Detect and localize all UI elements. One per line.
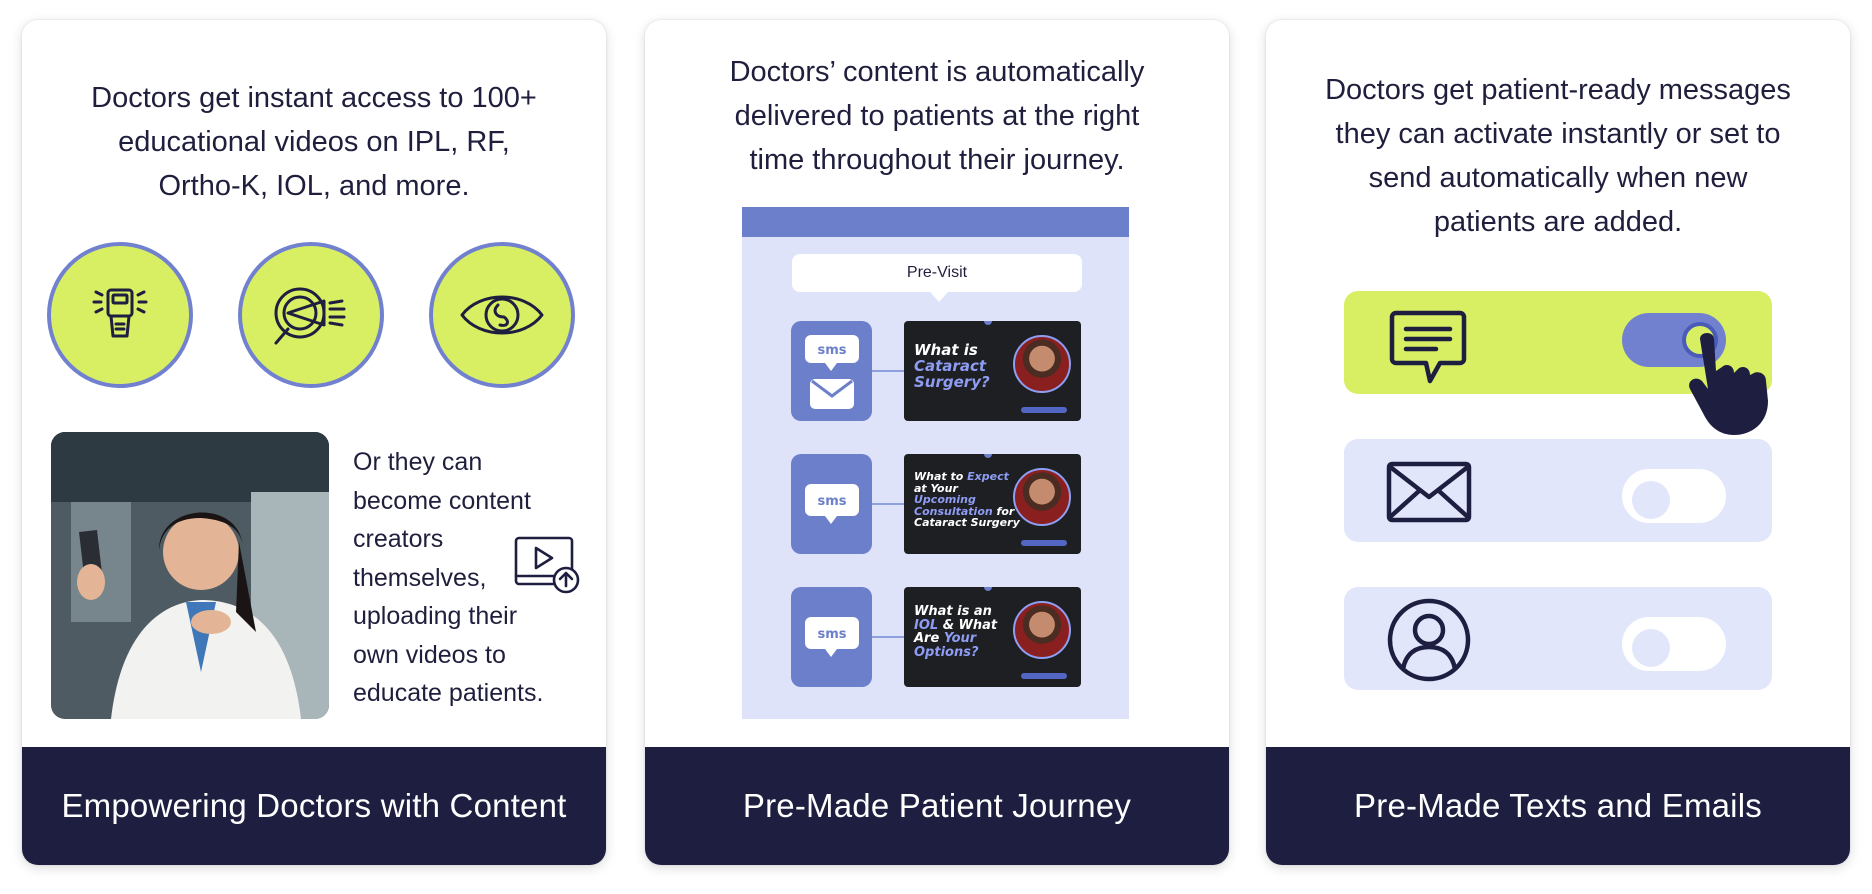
- user-icon: [1386, 597, 1472, 688]
- patient-toggle-switch[interactable]: [1622, 617, 1726, 671]
- eye-procedure-icon: [238, 242, 384, 388]
- ipl-device-icon: [47, 242, 193, 388]
- card1-footer: Empowering Doctors with Content: [22, 747, 606, 865]
- thumbnail-title: What is an IOL & What Are Your Options?: [914, 604, 998, 660]
- card-empowering-doctors: Doctors get instant access to 100+ educa…: [22, 20, 606, 865]
- thumbnail-title: What to Expect at Your Upcoming Consulta…: [914, 470, 1020, 530]
- sms-email-step-icon: sms: [791, 321, 872, 421]
- video-upload-icon: [514, 536, 582, 599]
- doctor-avatar: [1013, 468, 1071, 526]
- patient-row[interactable]: [1344, 587, 1772, 690]
- svg-text:sms: sms: [817, 494, 846, 509]
- card-patient-journey: Doctors’ content is automatically delive…: [645, 20, 1229, 865]
- doctor-selfie-photo: [51, 432, 329, 719]
- sms-step-icon: sms: [791, 587, 872, 687]
- pointer-hand-icon: [1686, 331, 1786, 446]
- card3-footer: Pre-Made Texts and Emails: [1266, 747, 1850, 865]
- card-texts-emails: Doctors get patient-ready messages they …: [1266, 20, 1850, 865]
- doctor-avatar: [1013, 601, 1071, 659]
- video-thumbnail-cataract-surgery[interactable]: What is Cataract Surgery?: [904, 321, 1081, 421]
- card3-lead: Doctors get patient-ready messages they …: [1325, 74, 1791, 238]
- card2-footer: Pre-Made Patient Journey: [645, 747, 1229, 865]
- video-thumbnail-iol-options[interactable]: What is an IOL & What Are Your Options?: [904, 587, 1081, 687]
- step-connector: [872, 503, 904, 505]
- card1-side-text: Or they can become content creators them…: [353, 448, 544, 707]
- pre-visit-label: Pre-Visit: [792, 254, 1082, 292]
- step-connector: [872, 370, 904, 372]
- step-connector: [872, 636, 904, 638]
- envelope-icon: [1386, 461, 1472, 528]
- pre-visit-pointer: [930, 292, 948, 302]
- svg-text:sms: sms: [817, 627, 846, 642]
- eye-icon: [429, 242, 575, 388]
- email-row[interactable]: [1344, 439, 1772, 542]
- text-message-row[interactable]: [1344, 291, 1772, 435]
- journey-header-bar: [742, 207, 1129, 237]
- chat-bubble-icon: [1388, 309, 1468, 392]
- card1-lead: Doctors get instant access to 100+ educa…: [91, 82, 537, 202]
- sms-step-icon: sms: [791, 454, 872, 554]
- video-thumbnail-upcoming-consultation[interactable]: What to Expect at Your Upcoming Consulta…: [904, 454, 1081, 554]
- svg-text:sms: sms: [817, 343, 846, 358]
- thumbnail-title: What is Cataract Surgery?: [914, 341, 990, 391]
- card2-lead: Doctors’ content is automatically delive…: [729, 56, 1145, 176]
- journey-diagram: Pre-Visit sms What is Cataract Surgery?: [742, 207, 1129, 719]
- doctor-avatar: [1013, 335, 1071, 393]
- email-toggle-switch[interactable]: [1622, 469, 1726, 523]
